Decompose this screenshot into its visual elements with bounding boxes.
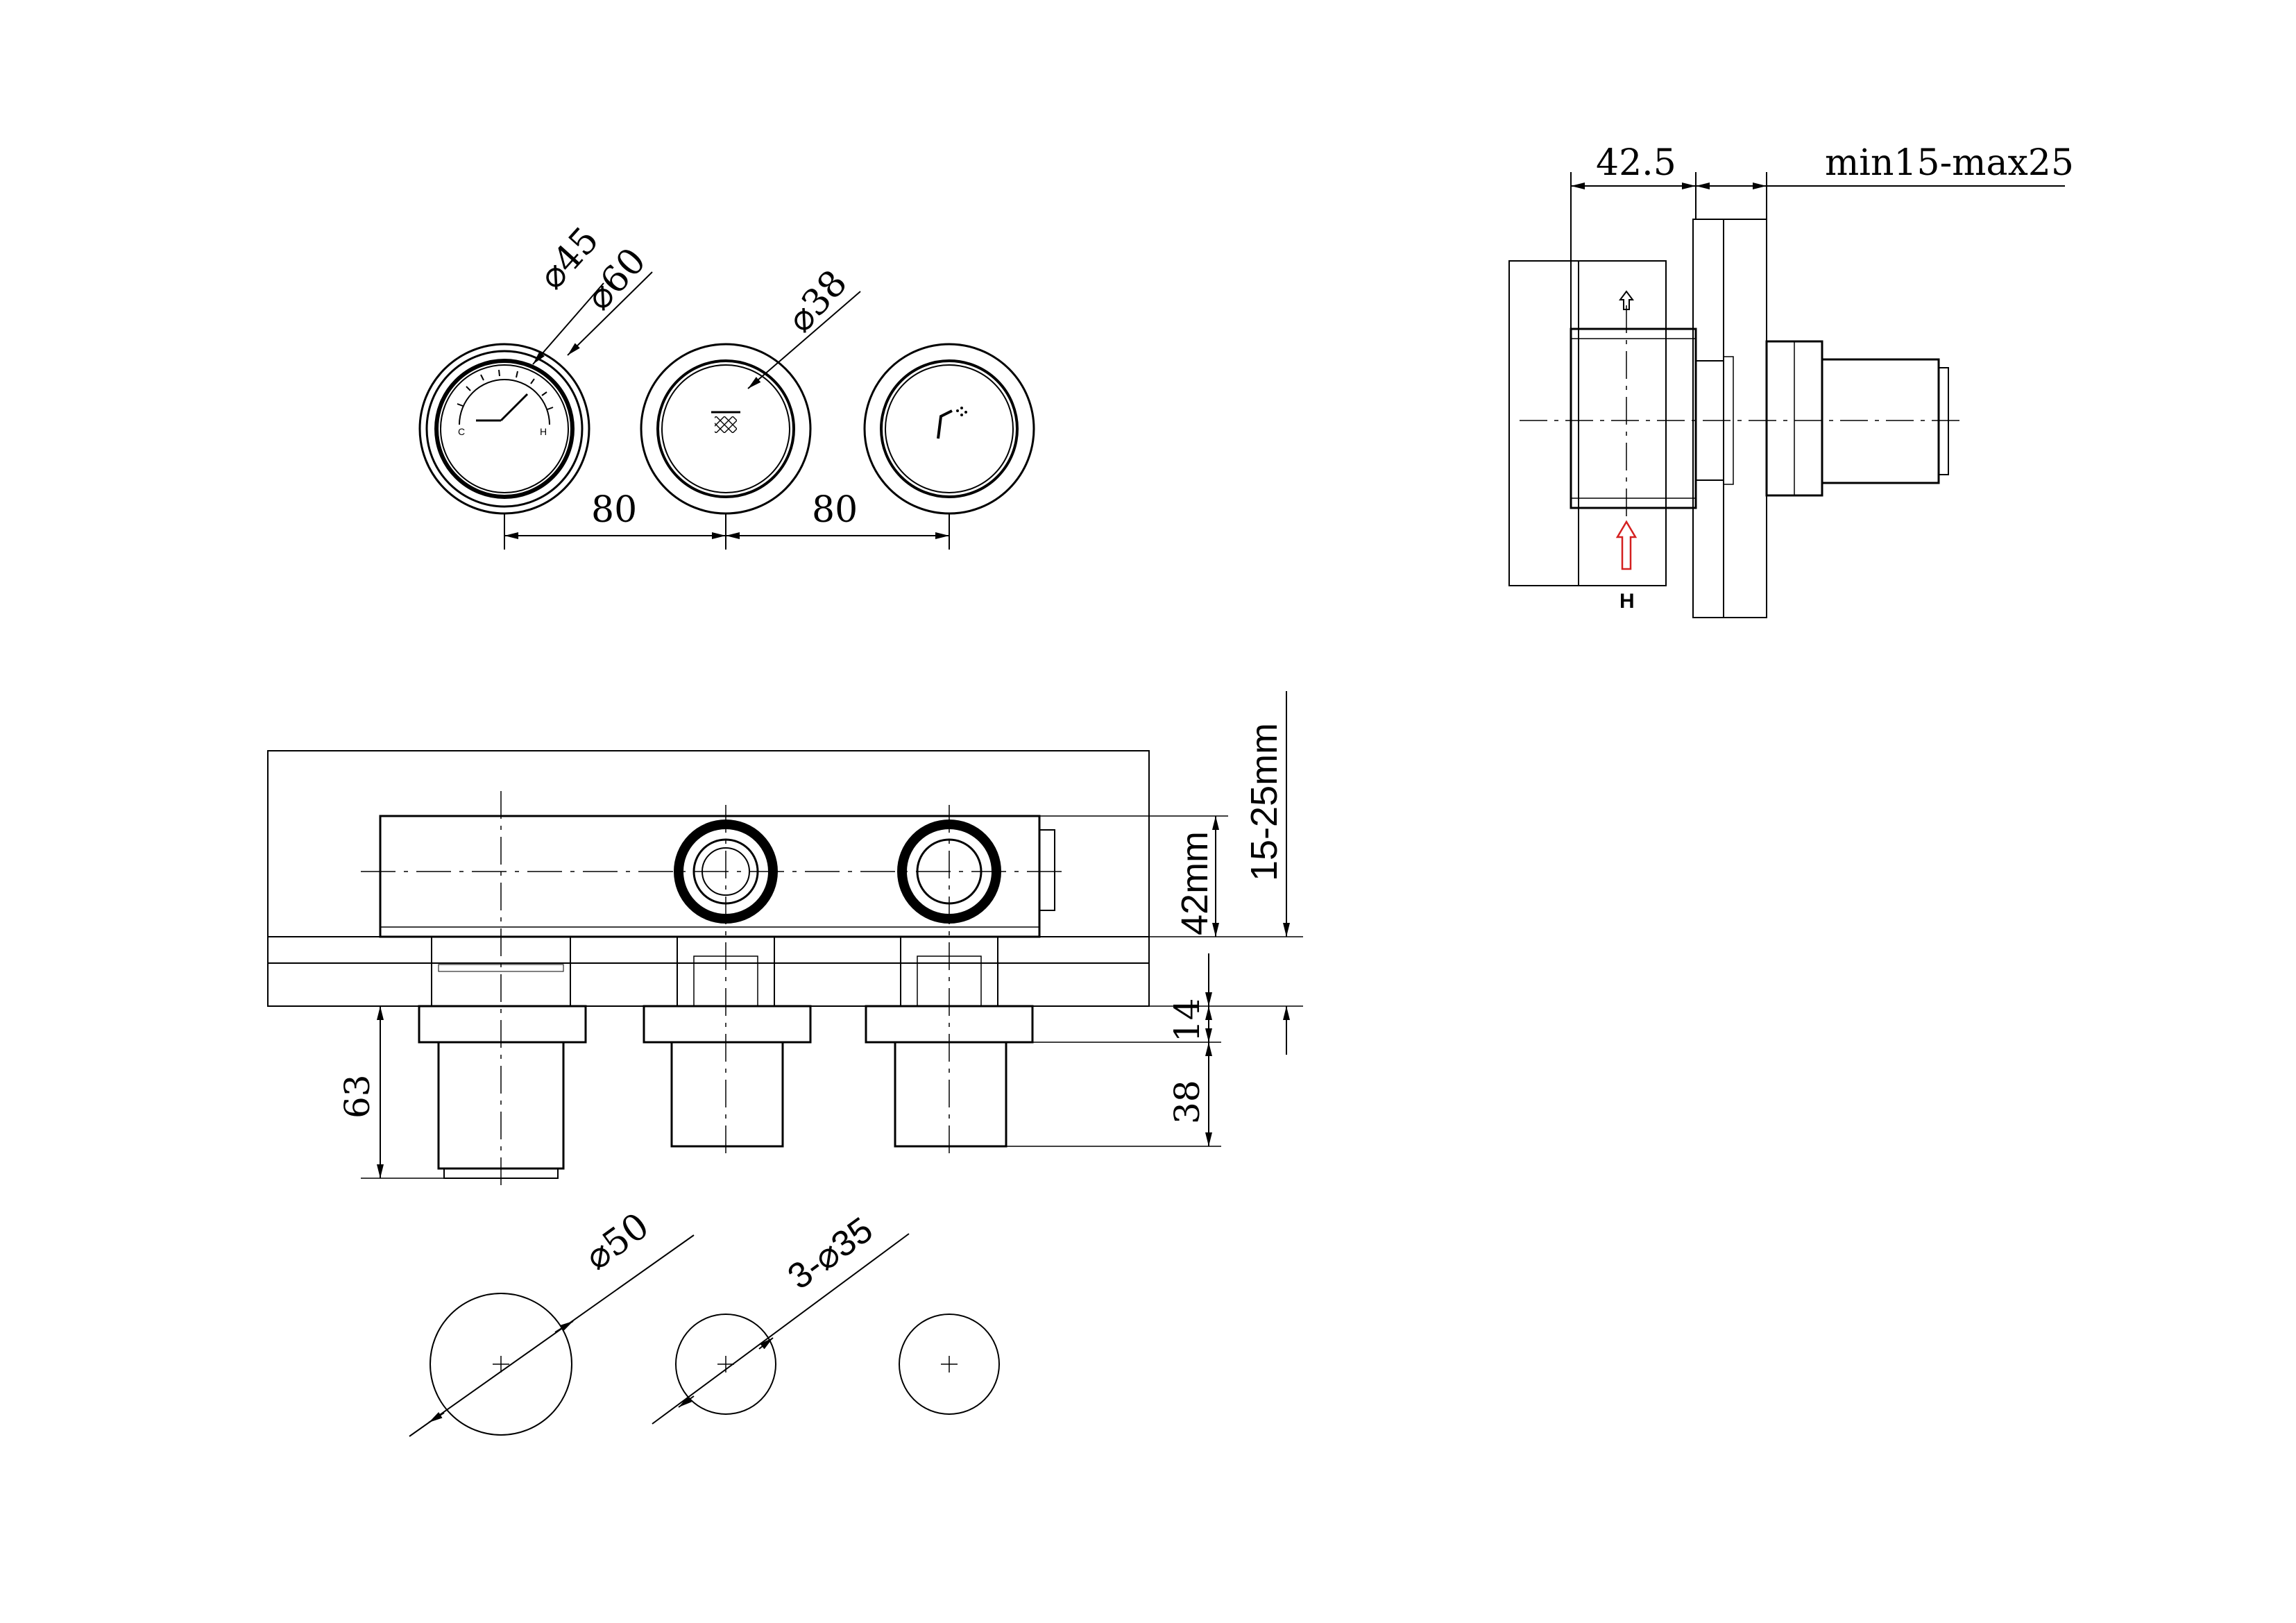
cutout-view: ⌀50 3-⌀35 [409, 1205, 1000, 1437]
shower-knob [640, 343, 812, 515]
wall-range-section-label: 15-25mm [1243, 723, 1285, 881]
hand-shower-knob [863, 343, 1035, 515]
section-view: 15-25mm 42mm 14 38 63 [267, 691, 1303, 1188]
plate-thickness-label: 14 [1167, 998, 1207, 1042]
spacing-left-label: 80 [591, 489, 637, 531]
temperature-gauge-icon: C H [457, 369, 554, 437]
knob-height-label: 38 [1167, 1080, 1207, 1124]
gauge-hot-label: H [540, 426, 547, 437]
outlet-arrow-icon [1619, 290, 1634, 310]
spacing-right-label: 80 [812, 489, 858, 531]
hand-shower-icon [937, 407, 967, 439]
total-depth-label: 63 [337, 1074, 377, 1119]
body-depth-label: 42mm [1174, 831, 1216, 935]
front-view: C H [418, 219, 1035, 550]
wall-range-label: min15-max25 [1825, 142, 2074, 184]
diameter-38-label: ⌀38 [779, 262, 856, 341]
side-view: H 42.5 min15-max25 [1508, 142, 2074, 618]
overhead-shower-icon [711, 411, 740, 433]
gauge-cold-label: C [458, 426, 465, 437]
hot-inlet-label: H [1619, 590, 1635, 613]
depth-42-5-label: 42.5 [1596, 142, 1676, 184]
cutout-holes-label: 3-⌀35 [781, 1209, 881, 1298]
hot-inlet-arrow-icon [1615, 520, 1638, 570]
cutout-diameter-50-label: ⌀50 [577, 1205, 656, 1279]
thermostat-knob: C H [418, 343, 590, 515]
